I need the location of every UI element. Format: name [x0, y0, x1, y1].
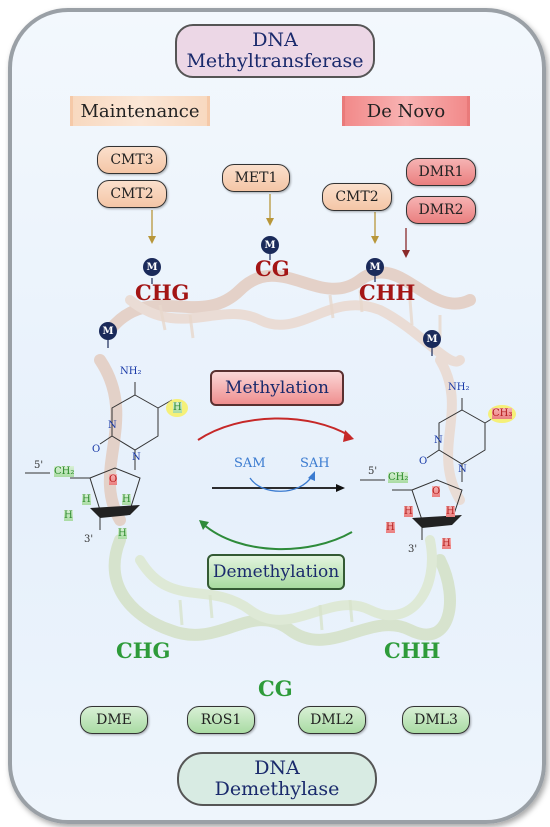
n1-right: N [434, 435, 443, 446]
context-chh-demethylated: CHH [384, 638, 441, 663]
context-chg-demethylated: CHG [116, 638, 171, 663]
ch2-right: CH₂ [388, 472, 409, 483]
enzyme-dmr1: DMR1 [406, 158, 476, 186]
sah-label: SAH [300, 456, 330, 471]
five-prime-right: 5' [368, 466, 378, 477]
methylation-label: Methylation [210, 370, 344, 406]
enzyme-met1: MET1 [222, 164, 290, 192]
enzyme-dmr2: DMR2 [406, 196, 476, 224]
h2-left: H [122, 494, 131, 505]
o-ring-left: O [109, 474, 118, 485]
h3-right: H [386, 522, 395, 533]
methyl-marker-left: M [99, 322, 117, 340]
n2-right: N [458, 464, 467, 475]
methyl-marker-right: M [423, 330, 441, 348]
enzyme-cmt2-de-novo: CMT2 [322, 183, 392, 211]
enzyme-dml2: DML2 [298, 706, 366, 734]
o-left: O [92, 444, 101, 455]
nh2-left: NH₂ [120, 366, 142, 377]
h4-right: H [442, 538, 451, 549]
three-prime-right: 3' [408, 544, 418, 555]
methyl-marker-chg: M [143, 258, 161, 276]
enzyme-cmt3: CMT3 [97, 146, 167, 174]
h1-left: H [82, 494, 91, 505]
o-ring-right: O [432, 486, 441, 497]
n1-left: N [108, 420, 117, 431]
enzyme-dml3: DML3 [402, 706, 470, 734]
h4-left: H [118, 528, 127, 539]
h3-left: H [64, 510, 73, 521]
context-chg-methylated: CHG [135, 280, 190, 305]
h2-right: H [446, 506, 455, 517]
context-chh-methylated: CHH [359, 280, 416, 305]
methyl-marker-chh: M [366, 258, 384, 276]
enzyme-cmt2-maintenance: CMT2 [97, 180, 167, 208]
h-substituent-left: H [173, 402, 182, 413]
n2-left: N [132, 452, 141, 463]
three-prime-left: 3' [84, 534, 94, 545]
sam-label: SAM [234, 456, 266, 471]
demethylation-label: Demethylation [207, 554, 345, 590]
enzyme-dme: DME [80, 706, 148, 734]
methyl-marker-cg: M [261, 236, 279, 254]
enzyme-ros1: ROS1 [187, 706, 255, 734]
nh2-right: NH₂ [448, 382, 470, 393]
diagram-frame [8, 8, 546, 824]
o-right: O [419, 456, 428, 467]
maintenance-label: Maintenance [70, 96, 210, 126]
methyl-pins [107, 254, 433, 356]
h1-right: H [404, 506, 413, 517]
five-prime-left: 5' [34, 460, 44, 471]
context-cg-methylated: CG [255, 256, 290, 281]
ch2-left: CH₂ [54, 466, 75, 477]
ch3-substituent-right: CH₃ [492, 408, 513, 419]
de-novo-label: De Novo [342, 96, 470, 126]
context-cg-demethylated: CG [258, 676, 293, 701]
